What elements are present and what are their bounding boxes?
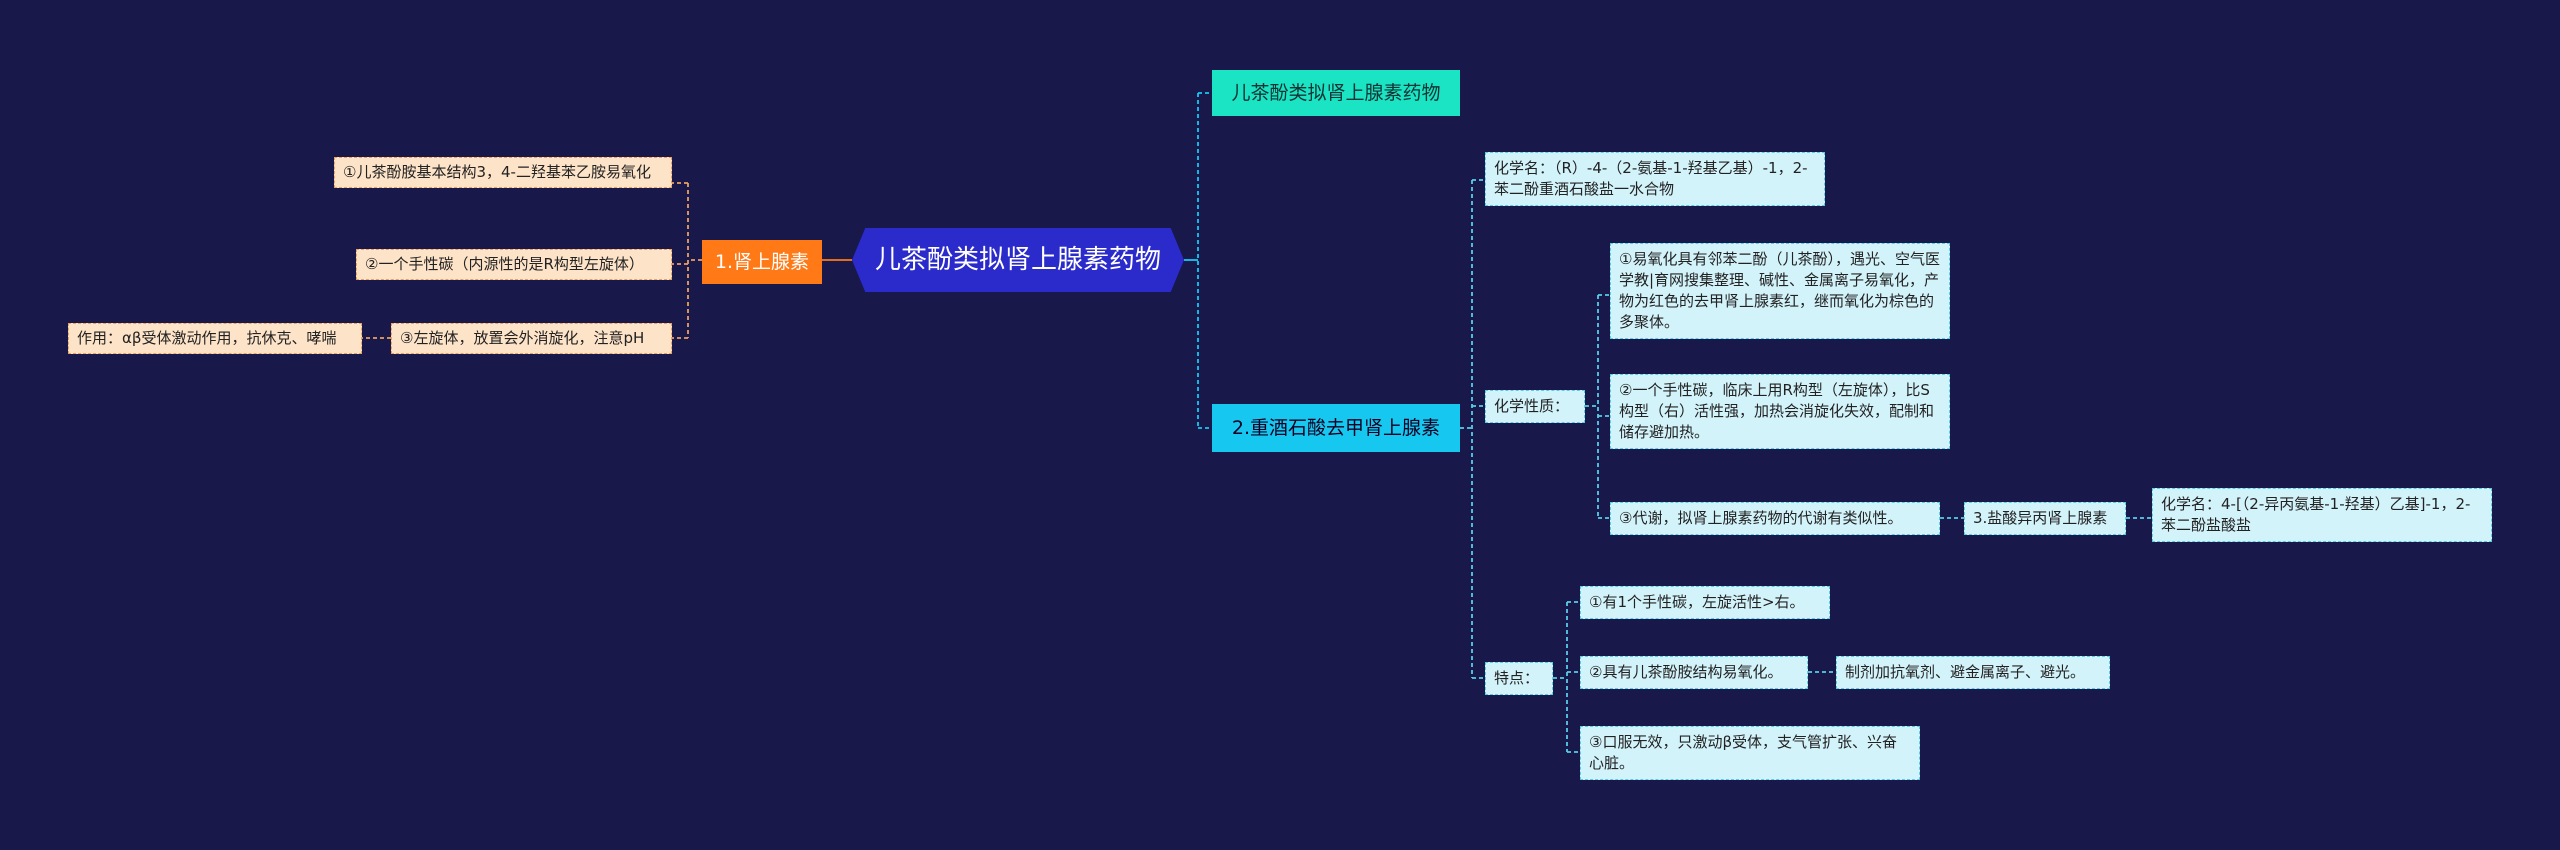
props-item-3-label: ③代谢，拟肾上腺素药物的代谢有类似性。 xyxy=(1619,509,1903,527)
link-main-children xyxy=(1460,179,1485,679)
left-item-1-label: ①儿茶酚胺基本结构3，4-二羟基苯乙胺易氧化 xyxy=(343,163,651,181)
feature-item-2[interactable]: ②具有儿茶酚胺结构易氧化。 xyxy=(1580,656,1808,689)
left-item-2-label: ②一个手性碳（内源性的是R构型左旋体） xyxy=(365,255,644,273)
related-chem-name[interactable]: 化学名：4-[（2-异丙氨基-1-羟基）乙基]-1，2-苯二酚盐酸盐 xyxy=(2152,488,2492,542)
branch-norepinephrine[interactable]: 2.重酒石酸去甲肾上腺素 xyxy=(1212,404,1460,452)
left-item-3-sub[interactable]: 作用：αβ受体激动作用，抗休克、哮喘 xyxy=(68,323,362,354)
props-item-1[interactable]: ①易氧化具有邻苯二酚（儿茶酚），遇光、空气医学教|育网搜集整理、碱性、金属离子易… xyxy=(1610,243,1950,339)
props-item-2[interactable]: ②一个手性碳，临床上用R构型（左旋体），比S构型（右）活性强，加热会消旋化失效，… xyxy=(1610,374,1950,449)
related-isoprenaline[interactable]: 3.盐酸异丙肾上腺素 xyxy=(1964,502,2126,535)
branch-catecholamine[interactable]: 儿茶酚类拟肾上腺素药物 xyxy=(1212,70,1460,116)
branch-epinephrine-label: 1.肾上腺素 xyxy=(714,250,810,273)
feature-item-3-label: ③口服无效，只激动β受体，支气管扩张、兴奋心脏。 xyxy=(1589,733,1898,772)
link-features-items xyxy=(1553,601,1580,753)
root-topic[interactable]: 儿茶酚类拟肾上腺素药物 xyxy=(852,228,1184,292)
left-item-1[interactable]: ①儿茶酚胺基本结构3，4-二羟基苯乙胺易氧化 xyxy=(334,157,672,188)
root-label: 儿茶酚类拟肾上腺素药物 xyxy=(874,245,1161,275)
props-item-3[interactable]: ③代谢，拟肾上腺素药物的代谢有类似性。 xyxy=(1610,502,1940,535)
props-item-1-label: ①易氧化具有邻苯二酚（儿茶酚），遇光、空气医学教|育网搜集整理、碱性、金属离子易… xyxy=(1619,250,1940,331)
branch-norepinephrine-label: 2.重酒石酸去甲肾上腺素 xyxy=(1231,416,1441,439)
left-item-3-label: ③左旋体，放置会外消旋化，注意pH xyxy=(400,329,645,347)
features-label: 特点： xyxy=(1494,669,1540,687)
branch-catecholamine-label: 儿茶酚类拟肾上腺素药物 xyxy=(1231,81,1441,104)
feature-item-1[interactable]: ①有1个手性碳，左旋活性>右。 xyxy=(1580,586,1830,619)
left-item-3-sub-label: 作用：αβ受体激动作用，抗休克、哮喘 xyxy=(77,329,337,347)
left-item-3[interactable]: ③左旋体，放置会外消旋化，注意pH xyxy=(391,323,672,354)
link-left-items xyxy=(672,182,702,339)
chem-props[interactable]: 化学性质： xyxy=(1485,390,1585,423)
link-props-items xyxy=(1585,294,1610,519)
related-isoprenaline-label: 3.盐酸异丙肾上腺素 xyxy=(1973,509,2108,527)
features[interactable]: 特点： xyxy=(1485,662,1553,695)
branch-epinephrine[interactable]: 1.肾上腺素 xyxy=(702,240,822,284)
props-item-2-label: ②一个手性碳，临床上用R构型（左旋体），比S构型（右）活性强，加热会消旋化失效，… xyxy=(1619,381,1935,441)
chem-name[interactable]: 化学名：（R）-4-（2-氨基-1-羟基乙基）-1，2-苯二酚重酒石酸盐一水合物 xyxy=(1485,152,1825,206)
feature-item-3[interactable]: ③口服无效，只激动β受体，支气管扩张、兴奋心脏。 xyxy=(1580,726,1920,780)
chem-props-label: 化学性质： xyxy=(1494,397,1570,415)
left-item-2[interactable]: ②一个手性碳（内源性的是R构型左旋体） xyxy=(356,249,672,280)
link-right-branches xyxy=(1197,92,1212,429)
feature-item-2-label: ②具有儿茶酚胺结构易氧化。 xyxy=(1589,663,1783,681)
chem-name-label: 化学名：（R）-4-（2-氨基-1-羟基乙基）-1，2-苯二酚重酒石酸盐一水合物 xyxy=(1494,159,1808,198)
related-chem-name-label: 化学名：4-[（2-异丙氨基-1-羟基）乙基]-1，2-苯二酚盐酸盐 xyxy=(2161,495,2471,534)
feature-item-2-note[interactable]: 制剂加抗氧剂、避金属离子、避光。 xyxy=(1836,656,2110,689)
feature-item-2-note-label: 制剂加抗氧剂、避金属离子、避光。 xyxy=(1845,663,2086,681)
feature-item-1-label: ①有1个手性碳，左旋活性>右。 xyxy=(1589,593,1805,611)
